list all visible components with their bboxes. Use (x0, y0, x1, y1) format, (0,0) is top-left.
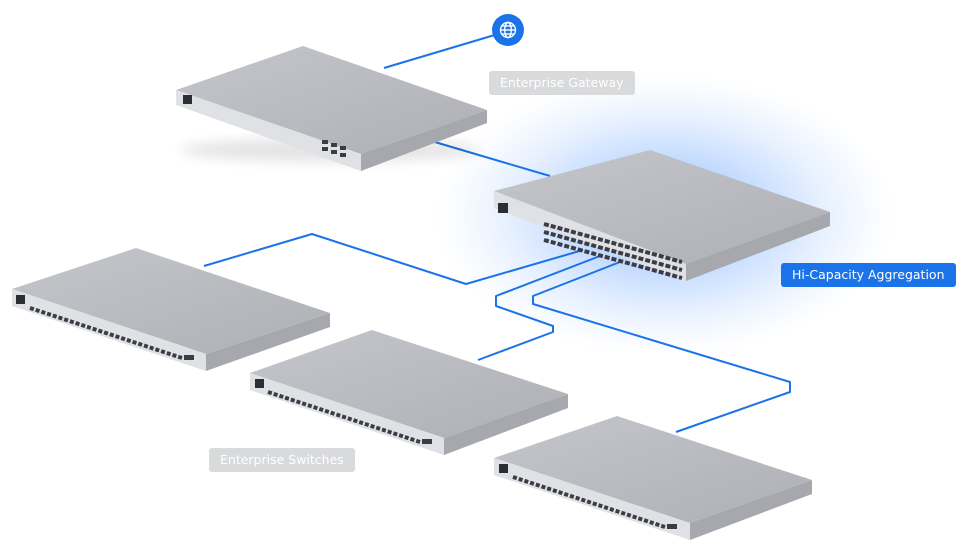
gateway-ports (322, 140, 346, 157)
switch-2-device (250, 330, 568, 455)
switch-3-indicator (499, 464, 508, 473)
switch-1-indicator (16, 295, 25, 304)
switch-2-ports (267, 390, 421, 444)
switch-2-indicator (255, 379, 264, 388)
aggregation-indicator (498, 203, 508, 213)
link-internet-gateway (383, 33, 499, 69)
switch-2-uplinks (422, 439, 432, 444)
switch-1-device (12, 248, 330, 371)
label-enterprise-gateway: Enterprise Gateway (489, 71, 635, 95)
link-aggregation-switch-1 (203, 233, 584, 285)
switch-3-ports (512, 475, 666, 529)
connection-lines (203, 33, 791, 433)
label-enterprise-switches: Enterprise Switches (209, 448, 355, 472)
link-aggregation-switch-2 (477, 255, 601, 361)
gateway-device (176, 46, 487, 171)
globe-icon (499, 21, 517, 39)
aggregation-device (494, 150, 830, 281)
gateway-indicator (183, 95, 192, 104)
switch-3-uplinks (667, 524, 677, 529)
label-hi-capacity-aggregation: Hi-Capacity Aggregation (781, 263, 956, 287)
aggregation-ports (543, 222, 683, 280)
link-aggregation-switch-3 (532, 261, 791, 433)
switch-1-uplinks (184, 355, 194, 360)
internet-globe (492, 14, 524, 46)
switch-3-device (494, 416, 812, 540)
switch-1-ports (29, 306, 183, 360)
